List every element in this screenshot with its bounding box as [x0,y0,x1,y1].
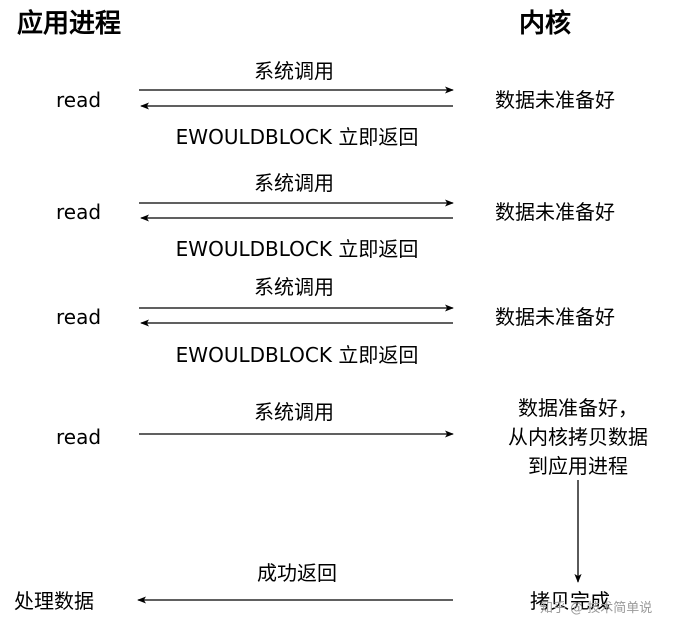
kernel-ready-line-2: 从内核拷贝数据 [508,425,648,449]
kernel-ready-line-1: 数据准备好， [518,396,638,420]
kernel-header: 内核 [519,9,572,39]
read-label-3: read [56,305,102,329]
kernel-state-3: 数据未准备好 [495,305,615,329]
kernel-state-1: 数据未准备好 [495,88,615,112]
kernel-state-2: 数据未准备好 [495,200,615,224]
kernel-ready-text: 数据准备好， 从内核拷贝数据 到应用进程 [508,394,648,481]
watermark: 知乎 @ 技术简单说 [540,601,653,616]
ewouldblock-label-2: EWOULDBLOCK 立即返回 [175,237,419,261]
read-label-2: read [56,200,102,224]
app-process-header: 应用进程 [17,9,122,39]
success-return-label: 成功返回 [257,561,337,585]
copy-complete-label: 拷贝完成 [530,589,610,613]
ewouldblock-label-1: EWOULDBLOCK 立即返回 [175,125,419,149]
syscall-label-1: 系统调用 [254,59,334,83]
process-data-label: 处理数据 [14,589,94,613]
read-label-final: read [56,425,102,449]
kernel-ready-line-3: 到应用进程 [528,454,628,478]
read-label-1: read [56,88,102,112]
syscall-label-final: 系统调用 [254,400,334,424]
syscall-label-2: 系统调用 [254,171,334,195]
syscall-label-3: 系统调用 [254,275,334,299]
ewouldblock-label-3: EWOULDBLOCK 立即返回 [175,343,419,367]
